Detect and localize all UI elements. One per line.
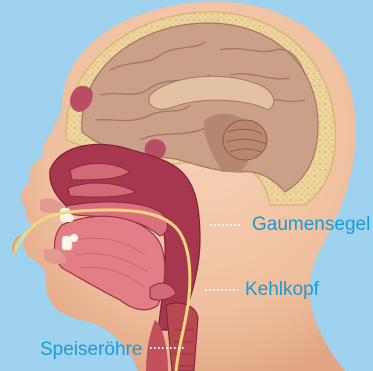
label-kehlkopf: Kehlkopf <box>245 280 319 299</box>
label-speiseroehre: Speiseröhre <box>40 340 142 359</box>
label-gaumensegel: Gaumensegel <box>252 215 370 234</box>
tube-marker-1 <box>66 214 74 222</box>
tube-marker-2 <box>70 234 78 242</box>
cerebellum <box>223 120 267 160</box>
